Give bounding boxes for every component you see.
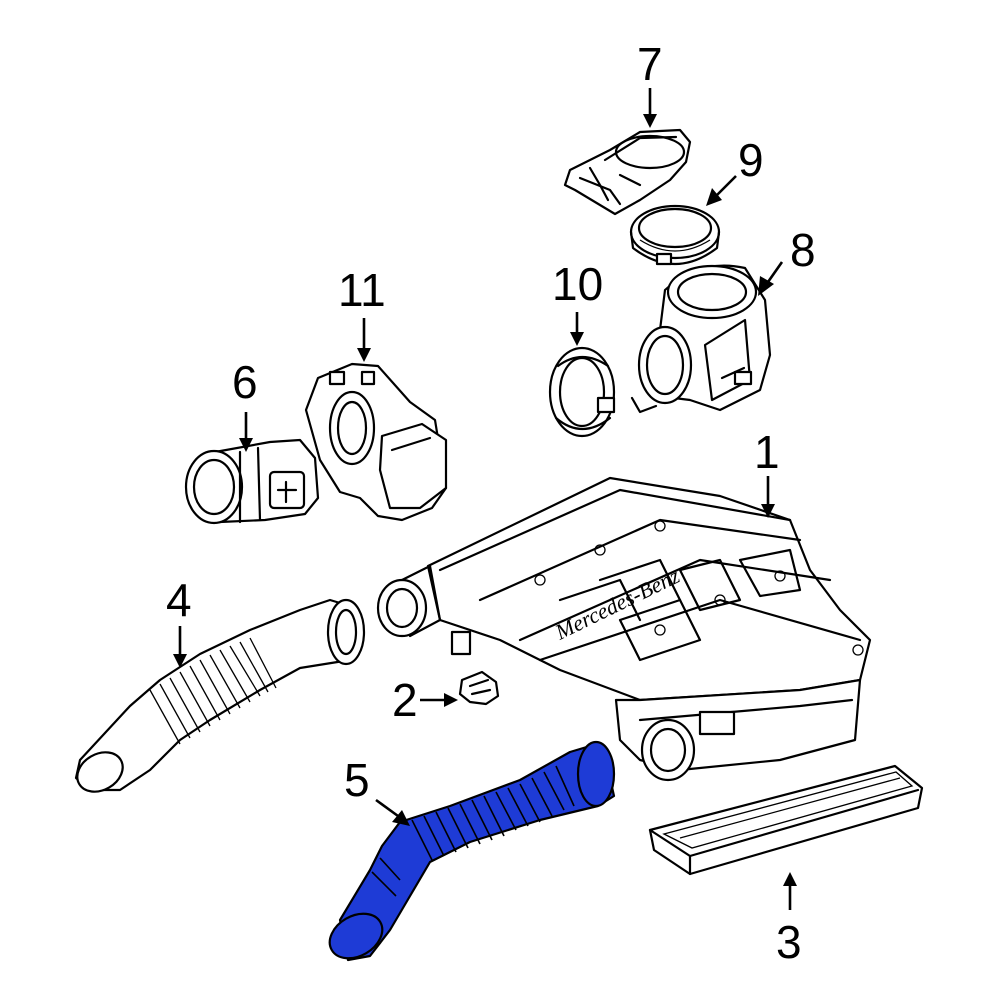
label-4: 4 (166, 574, 192, 626)
part-6-mass-air-flow-sensor[interactable] (184, 438, 320, 525)
label-5: 5 (344, 754, 370, 806)
label-10: 10 (552, 258, 603, 310)
arrow-10 (570, 312, 584, 346)
label-11: 11 (338, 264, 386, 316)
part-4-intake-hose[interactable] (70, 598, 366, 800)
part-8-intake-elbow[interactable] (630, 264, 772, 414)
arrow-9 (706, 175, 737, 206)
label-1: 1 (754, 426, 780, 478)
arrow-4 (173, 626, 187, 668)
arrow-3 (783, 872, 797, 910)
part-10-clamp-ring[interactable] (548, 346, 616, 438)
part-2-clip[interactable] (458, 670, 500, 706)
part-3-air-filter[interactable] (648, 764, 924, 876)
part-11-throttle-body[interactable] (304, 362, 448, 522)
label-8: 8 (790, 224, 816, 276)
arrow-5 (375, 798, 410, 826)
label-6: 6 (232, 356, 258, 408)
part-1-air-cleaner-housing[interactable]: Mercedes-Benz (376, 476, 872, 782)
arrow-2 (420, 693, 458, 707)
arrow-11 (357, 318, 371, 362)
arrow-7 (643, 88, 657, 128)
part-7-air-guide[interactable] (563, 128, 692, 216)
label-9: 9 (738, 134, 764, 186)
arrow-6 (239, 412, 253, 452)
label-2: 2 (392, 674, 418, 726)
arrow-1 (761, 476, 775, 518)
part-5-intake-hose-highlighted[interactable] (322, 740, 616, 967)
label-3: 3 (776, 916, 802, 968)
part-9-sealing-ring[interactable] (629, 204, 721, 266)
label-7: 7 (637, 38, 663, 90)
arrow-8 (758, 261, 784, 296)
